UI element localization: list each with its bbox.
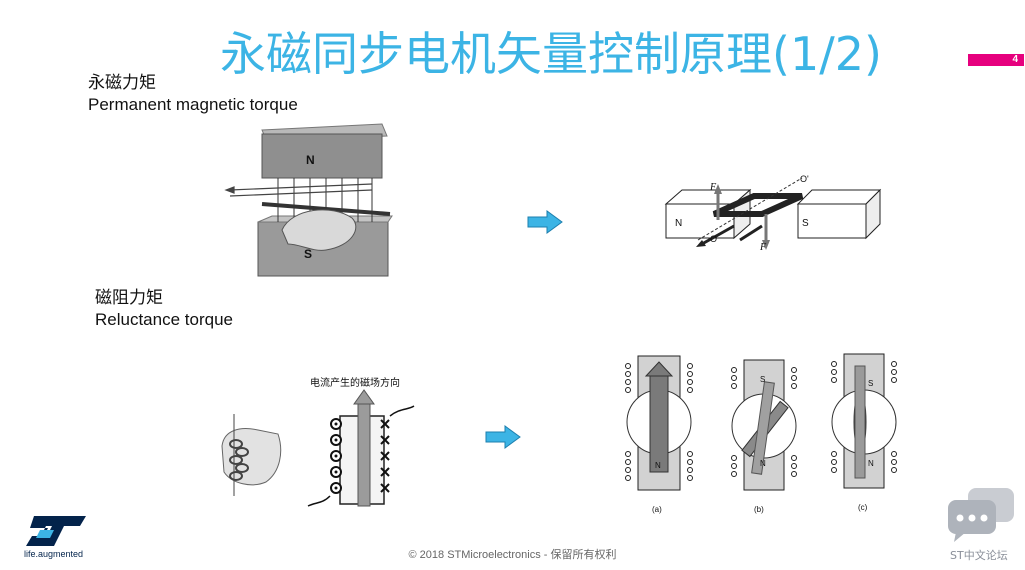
rotor-b: S N (731, 359, 797, 491)
section-label-zh: 磁阻力矩 (95, 288, 163, 307)
page-number-badge: 4 (968, 54, 1024, 66)
right-arrow-icon (485, 425, 521, 449)
st-logo-icon (26, 516, 86, 546)
rotor-s-label: S (760, 375, 765, 384)
chat-bubble-icon[interactable] (946, 486, 1018, 542)
section-reluctance-torque: 磁阻力矩 Reluctance torque (95, 287, 233, 331)
page-number: 4 (1012, 54, 1018, 65)
pole-s-label: S (802, 218, 809, 229)
section-label-en: Permanent magnetic torque (88, 95, 298, 114)
force-top-label: F (709, 182, 717, 193)
forum-label[interactable]: ST中文论坛 (950, 549, 1008, 562)
rotor-n-label: N (655, 461, 661, 470)
rotor-caption-c: (c) (858, 503, 868, 512)
logo-tagline: life.augmented (24, 549, 84, 559)
coil-loop-diagram: N S F F O O' (664, 174, 882, 252)
solenoid-caption: 电流产生的磁场方向 (310, 376, 400, 389)
footer-copyright: © 2018 STMicroelectronics - 保留所有权利 (408, 549, 617, 561)
solenoid-illustration: 电流产生的磁场方向 (221, 376, 415, 507)
axis-o-prime-label: O' (800, 174, 809, 184)
section-label-en: Reluctance torque (95, 310, 233, 329)
rotor-n-label: N (760, 459, 766, 468)
rotor-caption-b: (b) (754, 505, 764, 514)
slide-title: 永磁同步电机矢量控制原理(1/2) (220, 27, 882, 81)
rotor-s-label: S (868, 379, 873, 388)
rotor-a: N (626, 355, 692, 491)
magnet-s-label: S (304, 247, 312, 261)
magnet-n-label: N (306, 153, 315, 167)
reluctance-rotor-diagram: N S N S N (a) (b) (c) (625, 353, 897, 514)
pole-n-label: N (675, 218, 682, 229)
right-arrow-icon (527, 210, 563, 234)
force-bottom-label: F (759, 242, 767, 252)
section-permanent-magnetic-torque: 永磁力矩 Permanent magnetic torque (88, 72, 298, 116)
section-label-zh: 永磁力矩 (88, 73, 156, 92)
rotor-c: S N (831, 353, 897, 489)
axis-o-label: O (710, 234, 717, 244)
rotor-n-label: N (868, 459, 874, 468)
magnet-hand-illustration: N S (224, 123, 393, 277)
rotor-caption-a: (a) (652, 505, 662, 514)
